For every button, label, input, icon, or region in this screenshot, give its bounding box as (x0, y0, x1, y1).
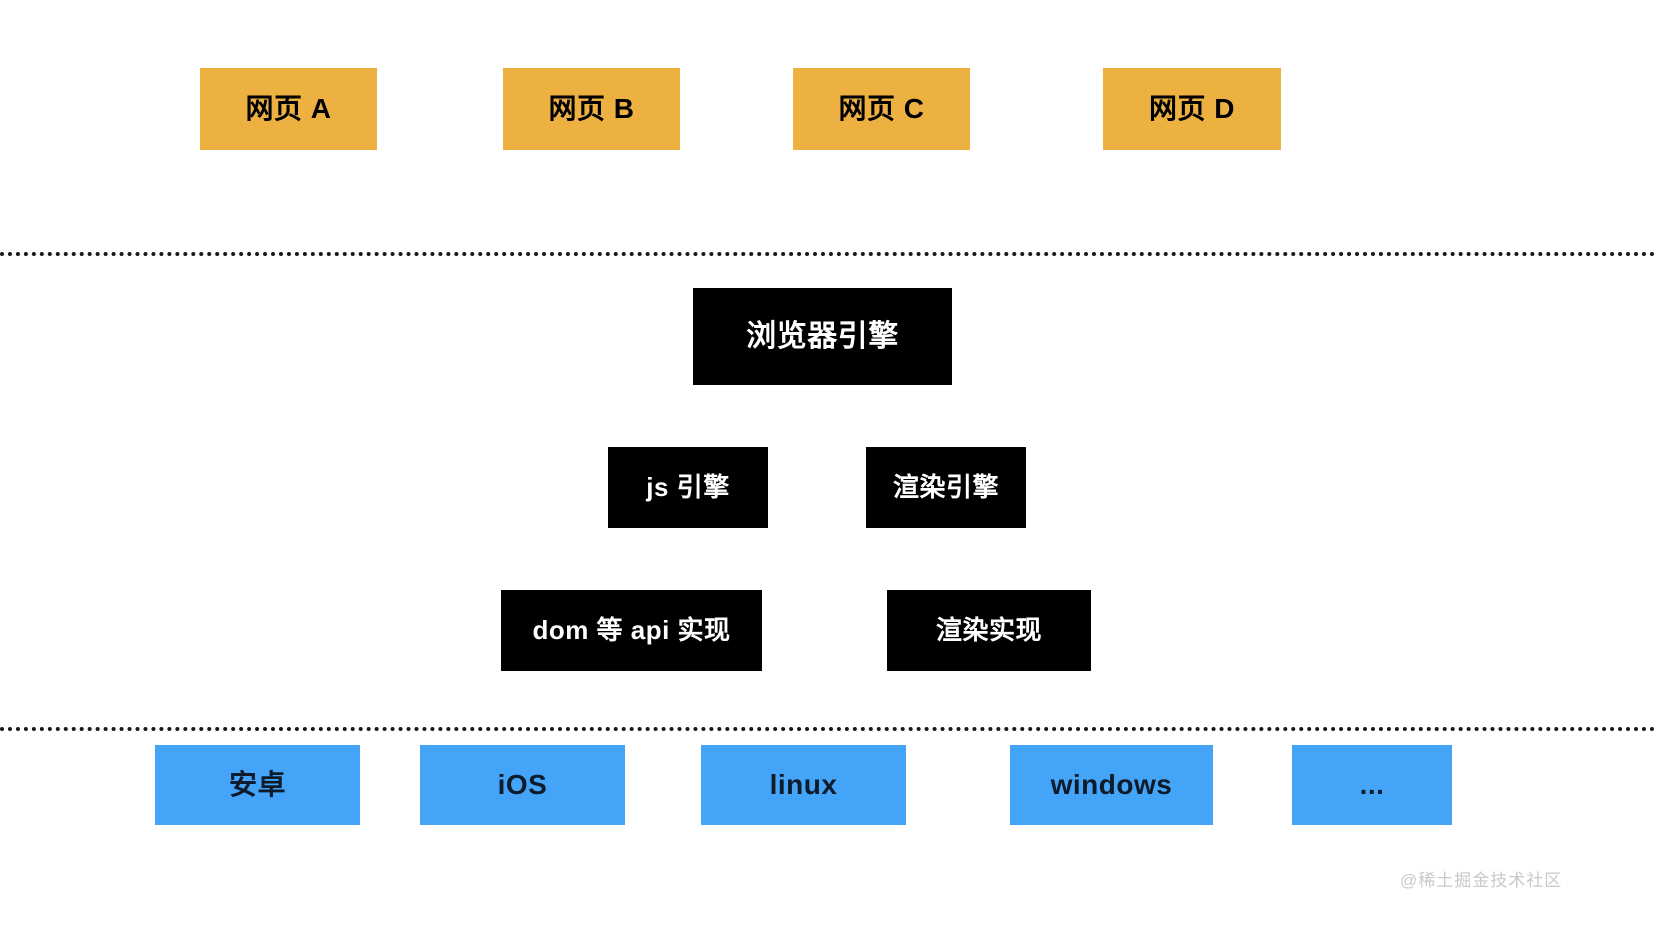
os-box-linux[interactable]: linux (701, 745, 906, 825)
render-engine-label: 渲染引擎 (892, 472, 999, 503)
os-box-more[interactable]: ... (1292, 745, 1452, 825)
os-box-ios[interactable]: iOS (420, 745, 625, 825)
os-label-windows: windows (1050, 768, 1173, 800)
watermark-label: @稀土掘金技术社区 (1400, 871, 1563, 890)
js-engine-label: js 引擎 (646, 472, 730, 503)
os-label-android: 安卓 (228, 768, 286, 800)
os-label-linux: linux (769, 768, 838, 800)
web-page-label-b: 网页 B (548, 92, 635, 124)
os-label-ios: iOS (497, 768, 548, 800)
os-box-windows[interactable]: windows (1010, 745, 1213, 825)
web-page-label-a: 网页 A (245, 92, 332, 124)
browser-engine-box[interactable]: 浏览器引擎 (693, 288, 952, 385)
dom-api-implementation-box[interactable]: dom 等 api 实现 (501, 590, 762, 671)
web-page-box-b[interactable]: 网页 B (503, 68, 680, 150)
divider-above-os (0, 727, 1656, 731)
os-box-android[interactable]: 安卓 (155, 745, 360, 825)
dom-api-implementation-label: dom 等 api 实现 (532, 615, 731, 646)
divider-above-browser (0, 252, 1656, 256)
browser-engine-label: 浏览器引擎 (746, 320, 899, 353)
render-implementation-box[interactable]: 渲染实现 (887, 590, 1091, 671)
web-page-label-c: 网页 C (838, 92, 925, 124)
os-label-more: ... (1359, 768, 1385, 800)
web-page-box-d[interactable]: 网页 D (1103, 68, 1281, 150)
web-page-box-c[interactable]: 网页 C (793, 68, 970, 150)
web-page-label-d: 网页 D (1148, 92, 1235, 124)
render-engine-box[interactable]: 渲染引擎 (866, 447, 1026, 528)
render-implementation-label: 渲染实现 (935, 615, 1042, 646)
web-page-box-a[interactable]: 网页 A (200, 68, 377, 150)
js-engine-box[interactable]: js 引擎 (608, 447, 768, 528)
